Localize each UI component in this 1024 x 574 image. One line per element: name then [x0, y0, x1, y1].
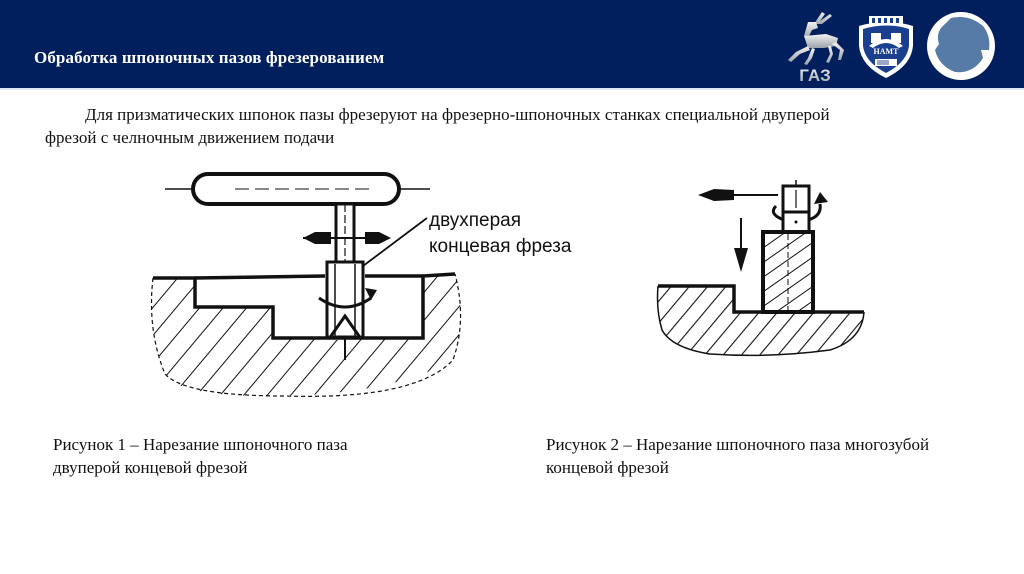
figure-1-caption-line-2: двуперой концевой фрезой [53, 458, 248, 477]
circle-emblem-icon [927, 12, 995, 80]
namt-shield-icon: НАМТ [859, 16, 913, 78]
namt-logo: НАМТ [853, 12, 919, 80]
two-flute-cutter [325, 260, 365, 339]
slide-title: Обработка шпоночных пазов фрезерованием [34, 48, 385, 67]
figure-2-caption-line-2: концевой фрезой [546, 458, 669, 477]
circle-emblem-logo [925, 10, 997, 82]
cutter-label-line-1: двухперая [429, 210, 521, 231]
gaz-deer-icon: ГАЗ [788, 12, 844, 85]
figure-1-two-flute-end-mill: двухперая концевая фреза [135, 160, 575, 405]
slide-header [0, 0, 1024, 88]
intro-paragraph: Для призматических шпонок пазы фрезеруют… [45, 103, 985, 149]
gaz-logo: ГАЗ [778, 8, 852, 85]
figure-2-caption-line-1: Рисунок 2 – Нарезание шпоночного паза мн… [546, 435, 930, 454]
intro-line-2: фрезой с челночным движением подачи [45, 128, 335, 147]
figure-1-caption: Рисунок 1 – Нарезание шпоночного паза дв… [53, 433, 413, 479]
svg-text:ГАЗ: ГАЗ [799, 66, 831, 84]
cutter-label-line-2: концевая фреза [429, 236, 572, 257]
header-divider [0, 88, 1024, 90]
figure-2-caption: Рисунок 2 – Нарезание шпоночного паза мн… [546, 433, 996, 479]
intro-line-1: Для призматических шпонок пазы фрезеруют… [85, 105, 830, 124]
figure-1-caption-line-1: Рисунок 1 – Нарезание шпоночного паза [53, 435, 348, 454]
figure-2-multi-tooth-end-mill [650, 180, 870, 360]
svg-text:НАМТ: НАМТ [874, 47, 900, 56]
